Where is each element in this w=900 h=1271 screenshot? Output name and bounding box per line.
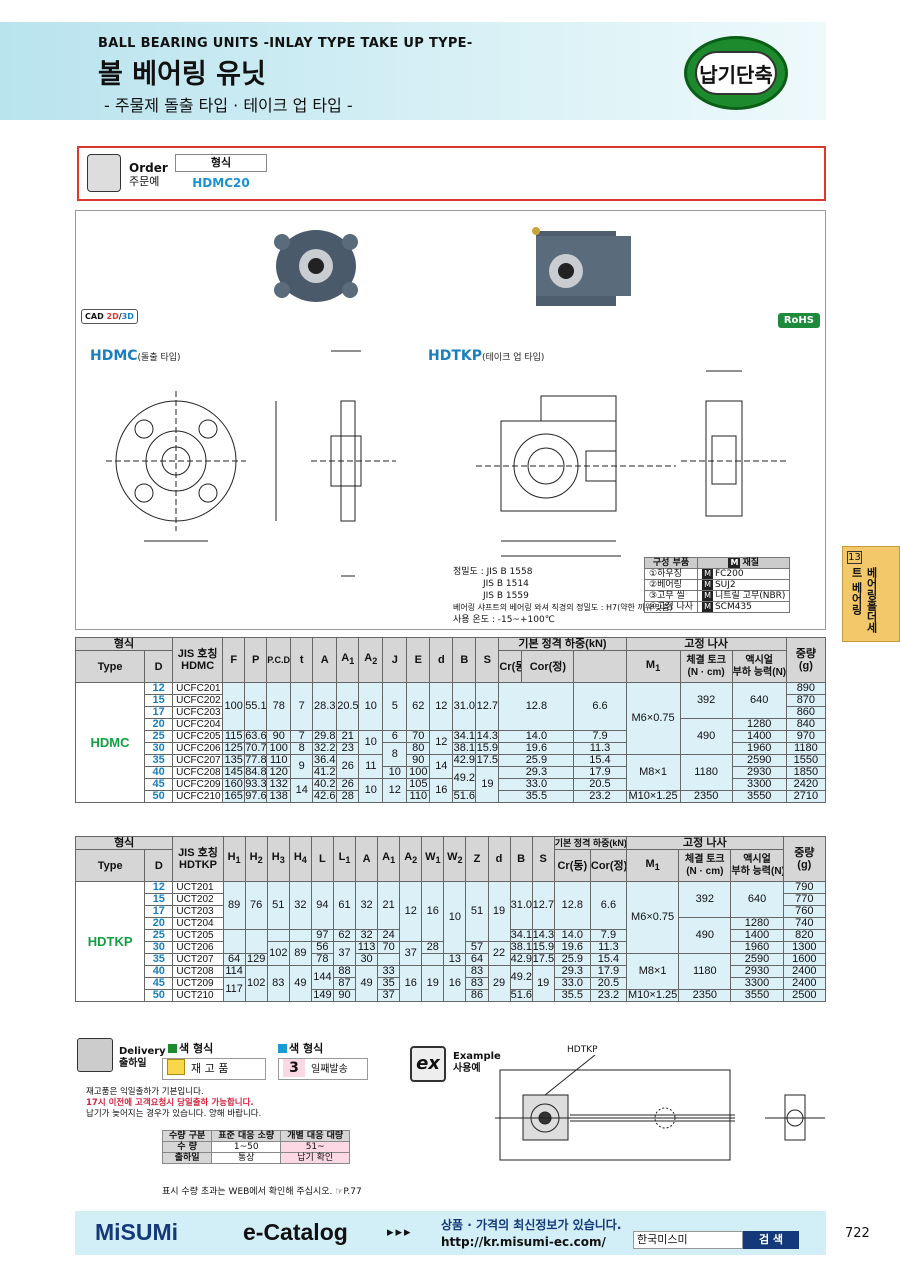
page-subtitle: - 주물제 돌출 타입 · 테이크 업 타입 -: [104, 96, 353, 115]
hdmc-side-drawing: [311, 350, 396, 577]
search-button[interactable]: 검 색: [743, 1231, 799, 1249]
short-delivery-badge: 납기단축: [684, 36, 788, 110]
hdmc-front-drawing: [106, 391, 277, 542]
stock-item-box: 재 고 품: [162, 1058, 266, 1080]
delivery-notes: 재고품은 익일출하가 기본입니다. 17시 이전에 고객요청시 당일출하 가능합…: [86, 1087, 262, 1119]
order-example-value: HDMC20: [192, 176, 250, 190]
hdtkp-front-drawing: [476, 395, 676, 557]
hdmc-photo: [274, 230, 358, 302]
rohs-badge: RoHS: [777, 313, 820, 328]
box-icon: [167, 1059, 185, 1075]
footer-info-text: 상품 · 가격의 최신정보가 있습니다.: [441, 1218, 622, 1232]
stock-color-header: 색 형식: [168, 1040, 213, 1056]
hdtkp-photo: [532, 227, 631, 306]
truck-icon: [77, 1038, 113, 1072]
hdtkp-side-drawing: [681, 370, 786, 517]
quantity-footnote: 표시 수량 초과는 WEB에서 확인해 주십시오. ☞P.77: [162, 1187, 362, 1197]
hdmc-figure-label: HDMC(돌출 타입): [90, 348, 181, 364]
days-color-header: 색 형식: [278, 1040, 323, 1056]
example-drawing: HDTKP: [495, 1045, 825, 1161]
order-col-header: 형식: [175, 154, 267, 172]
misumi-logo[interactable]: MiSUMi: [95, 1219, 179, 1245]
footer-url[interactable]: http://kr.misumi-ec.com/: [441, 1235, 606, 1249]
cad-badge[interactable]: CAD 2D/3D: [81, 309, 138, 324]
hdtkp-figure-label: HDTKP(테이크 업 타입): [428, 348, 545, 364]
spec-notes: 정밀도 : JIS B 1558 JIS B 1514 JIS B 1559 베…: [453, 567, 673, 625]
page-title: 볼 베어링 유닛: [98, 59, 266, 90]
product-drawings: [106, 227, 786, 577]
arrows-icon: ▸▸▸: [387, 1225, 413, 1240]
footer-bar: MiSUMi e-Catalog ▸▸▸ 상품 · 가격의 최신정보가 있습니다…: [75, 1211, 826, 1255]
example-icon: ex: [410, 1046, 446, 1082]
svg-text:HDTKP: HDTKP: [567, 1045, 598, 1055]
badge-label: 납기단축: [695, 51, 777, 95]
ecatalog-label: e-Catalog: [243, 1219, 348, 1245]
page-number: 722: [845, 1226, 870, 1241]
section-side-tab[interactable]: 13 베어링홀더세트 베어링: [842, 546, 900, 642]
title-english: BALL BEARING UNITS -INLAY TYPE TAKE UP T…: [98, 36, 473, 51]
phone-order-icon: [87, 154, 121, 192]
search-input[interactable]: 한국미스미: [633, 1231, 743, 1249]
product-panel: CAD 2D/3D RoHS HDMC(돌출 타입) HDTKP(테이크 업 타…: [75, 210, 826, 630]
